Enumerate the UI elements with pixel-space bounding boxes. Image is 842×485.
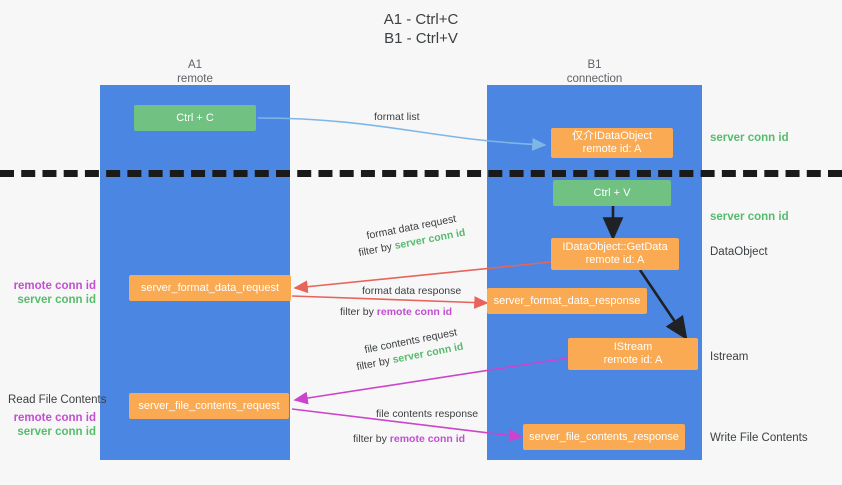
column-header-b1: B1 connection	[566, 59, 623, 85]
node-server-format-data-response[interactable]: server_format_data_response	[487, 288, 647, 314]
filter-prefix: filter by	[355, 354, 394, 374]
edge-label-format-data-response-filter: filter by remote conn id	[340, 306, 452, 319]
left-label-format-conn-ids: remote conn id server conn id	[0, 279, 96, 307]
left-label-file-remote-conn-id: remote conn id	[13, 412, 96, 424]
left-label-read-file-contents: Read File Contents	[8, 394, 107, 406]
column-header-a1: A1 remote	[177, 59, 213, 85]
phase-divider	[0, 170, 842, 177]
edge-label-file-contents-response-filter: filter by remote conn id	[353, 433, 465, 446]
left-label-file-conn-ids: remote conn id server conn id	[0, 411, 96, 439]
node-idataobject-announce[interactable]: 仅介IDataObject remote id: A	[551, 128, 673, 158]
left-label-format-server-conn-id: server conn id	[17, 294, 96, 306]
right-label-dataobject: DataObject	[710, 246, 768, 258]
node-ctrl-c[interactable]: Ctrl + C	[134, 105, 256, 131]
filter-prefix: filter by	[340, 306, 377, 318]
right-label-server-conn-id-mid: server conn id	[710, 211, 789, 223]
filter-prefix: filter by	[353, 433, 390, 445]
node-server-file-contents-request[interactable]: server_file_contents_request	[129, 393, 289, 419]
edge-label-format-data-response: format data response	[362, 285, 462, 297]
left-label-format-remote-conn-id: remote conn id	[13, 280, 96, 292]
filter-value-remote-conn-id: remote conn id	[376, 306, 453, 318]
right-label-server-conn-id-top: server conn id	[710, 132, 789, 144]
right-label-istream: Istream	[710, 351, 749, 363]
filter-prefix: filter by	[357, 240, 396, 260]
node-idataobject-getdata[interactable]: IDataObject::GetData remote id: A	[551, 238, 679, 270]
node-istream[interactable]: IStream remote id: A	[568, 338, 698, 370]
node-server-format-data-request[interactable]: server_format_data_request	[129, 275, 291, 301]
diagram-title: A1 - Ctrl+C B1 - Ctrl+V	[383, 11, 459, 47]
left-label-file-server-conn-id: server conn id	[17, 426, 96, 438]
node-ctrl-v[interactable]: Ctrl + V	[553, 180, 671, 206]
edge-label-file-contents-response: file contents response	[376, 408, 479, 420]
filter-value-remote-conn-id: remote conn id	[389, 433, 466, 445]
node-server-file-contents-response[interactable]: server_file_contents_response	[523, 424, 685, 450]
edge-label-format-list: format list	[374, 111, 420, 123]
right-label-write-file-contents: Write File Contents	[710, 432, 808, 444]
